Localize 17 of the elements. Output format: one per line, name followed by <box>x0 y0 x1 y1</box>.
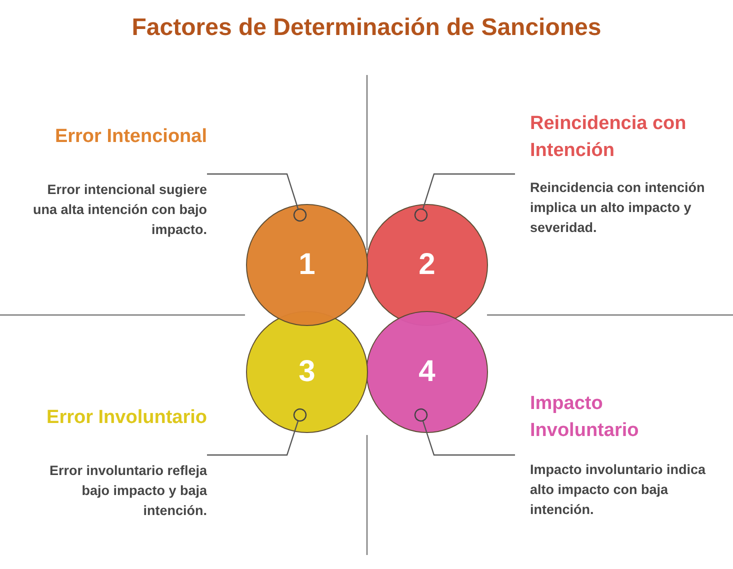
leader-line <box>207 408 307 456</box>
leader-line <box>414 408 515 456</box>
description: Impacto involuntario indica alto impacto con baja intención. <box>530 461 707 519</box>
circle-number: 3 <box>298 355 316 389</box>
heading: Error Involuntario <box>46 406 207 430</box>
circle-number: 4 <box>418 355 436 389</box>
description: Error intencional sugiere una alta intención con bajo impacto. <box>32 181 207 239</box>
description: Reincidencia con intención implica un alto impacto y severidad. <box>530 179 706 237</box>
heading: Error Intencional <box>54 125 207 149</box>
circle-number: 2 <box>418 248 436 282</box>
description: Error involuntario refleja bajo impacto y baja intención. <box>48 462 207 520</box>
diagram-title: Factores de Determinación de Sanciones <box>130 14 602 42</box>
heading: Impacto Involuntario <box>530 392 640 443</box>
circle-number: 1 <box>298 248 316 282</box>
heading: Reincidencia con Intención <box>530 112 688 163</box>
leader-line <box>207 173 307 222</box>
leader-line <box>414 173 515 222</box>
